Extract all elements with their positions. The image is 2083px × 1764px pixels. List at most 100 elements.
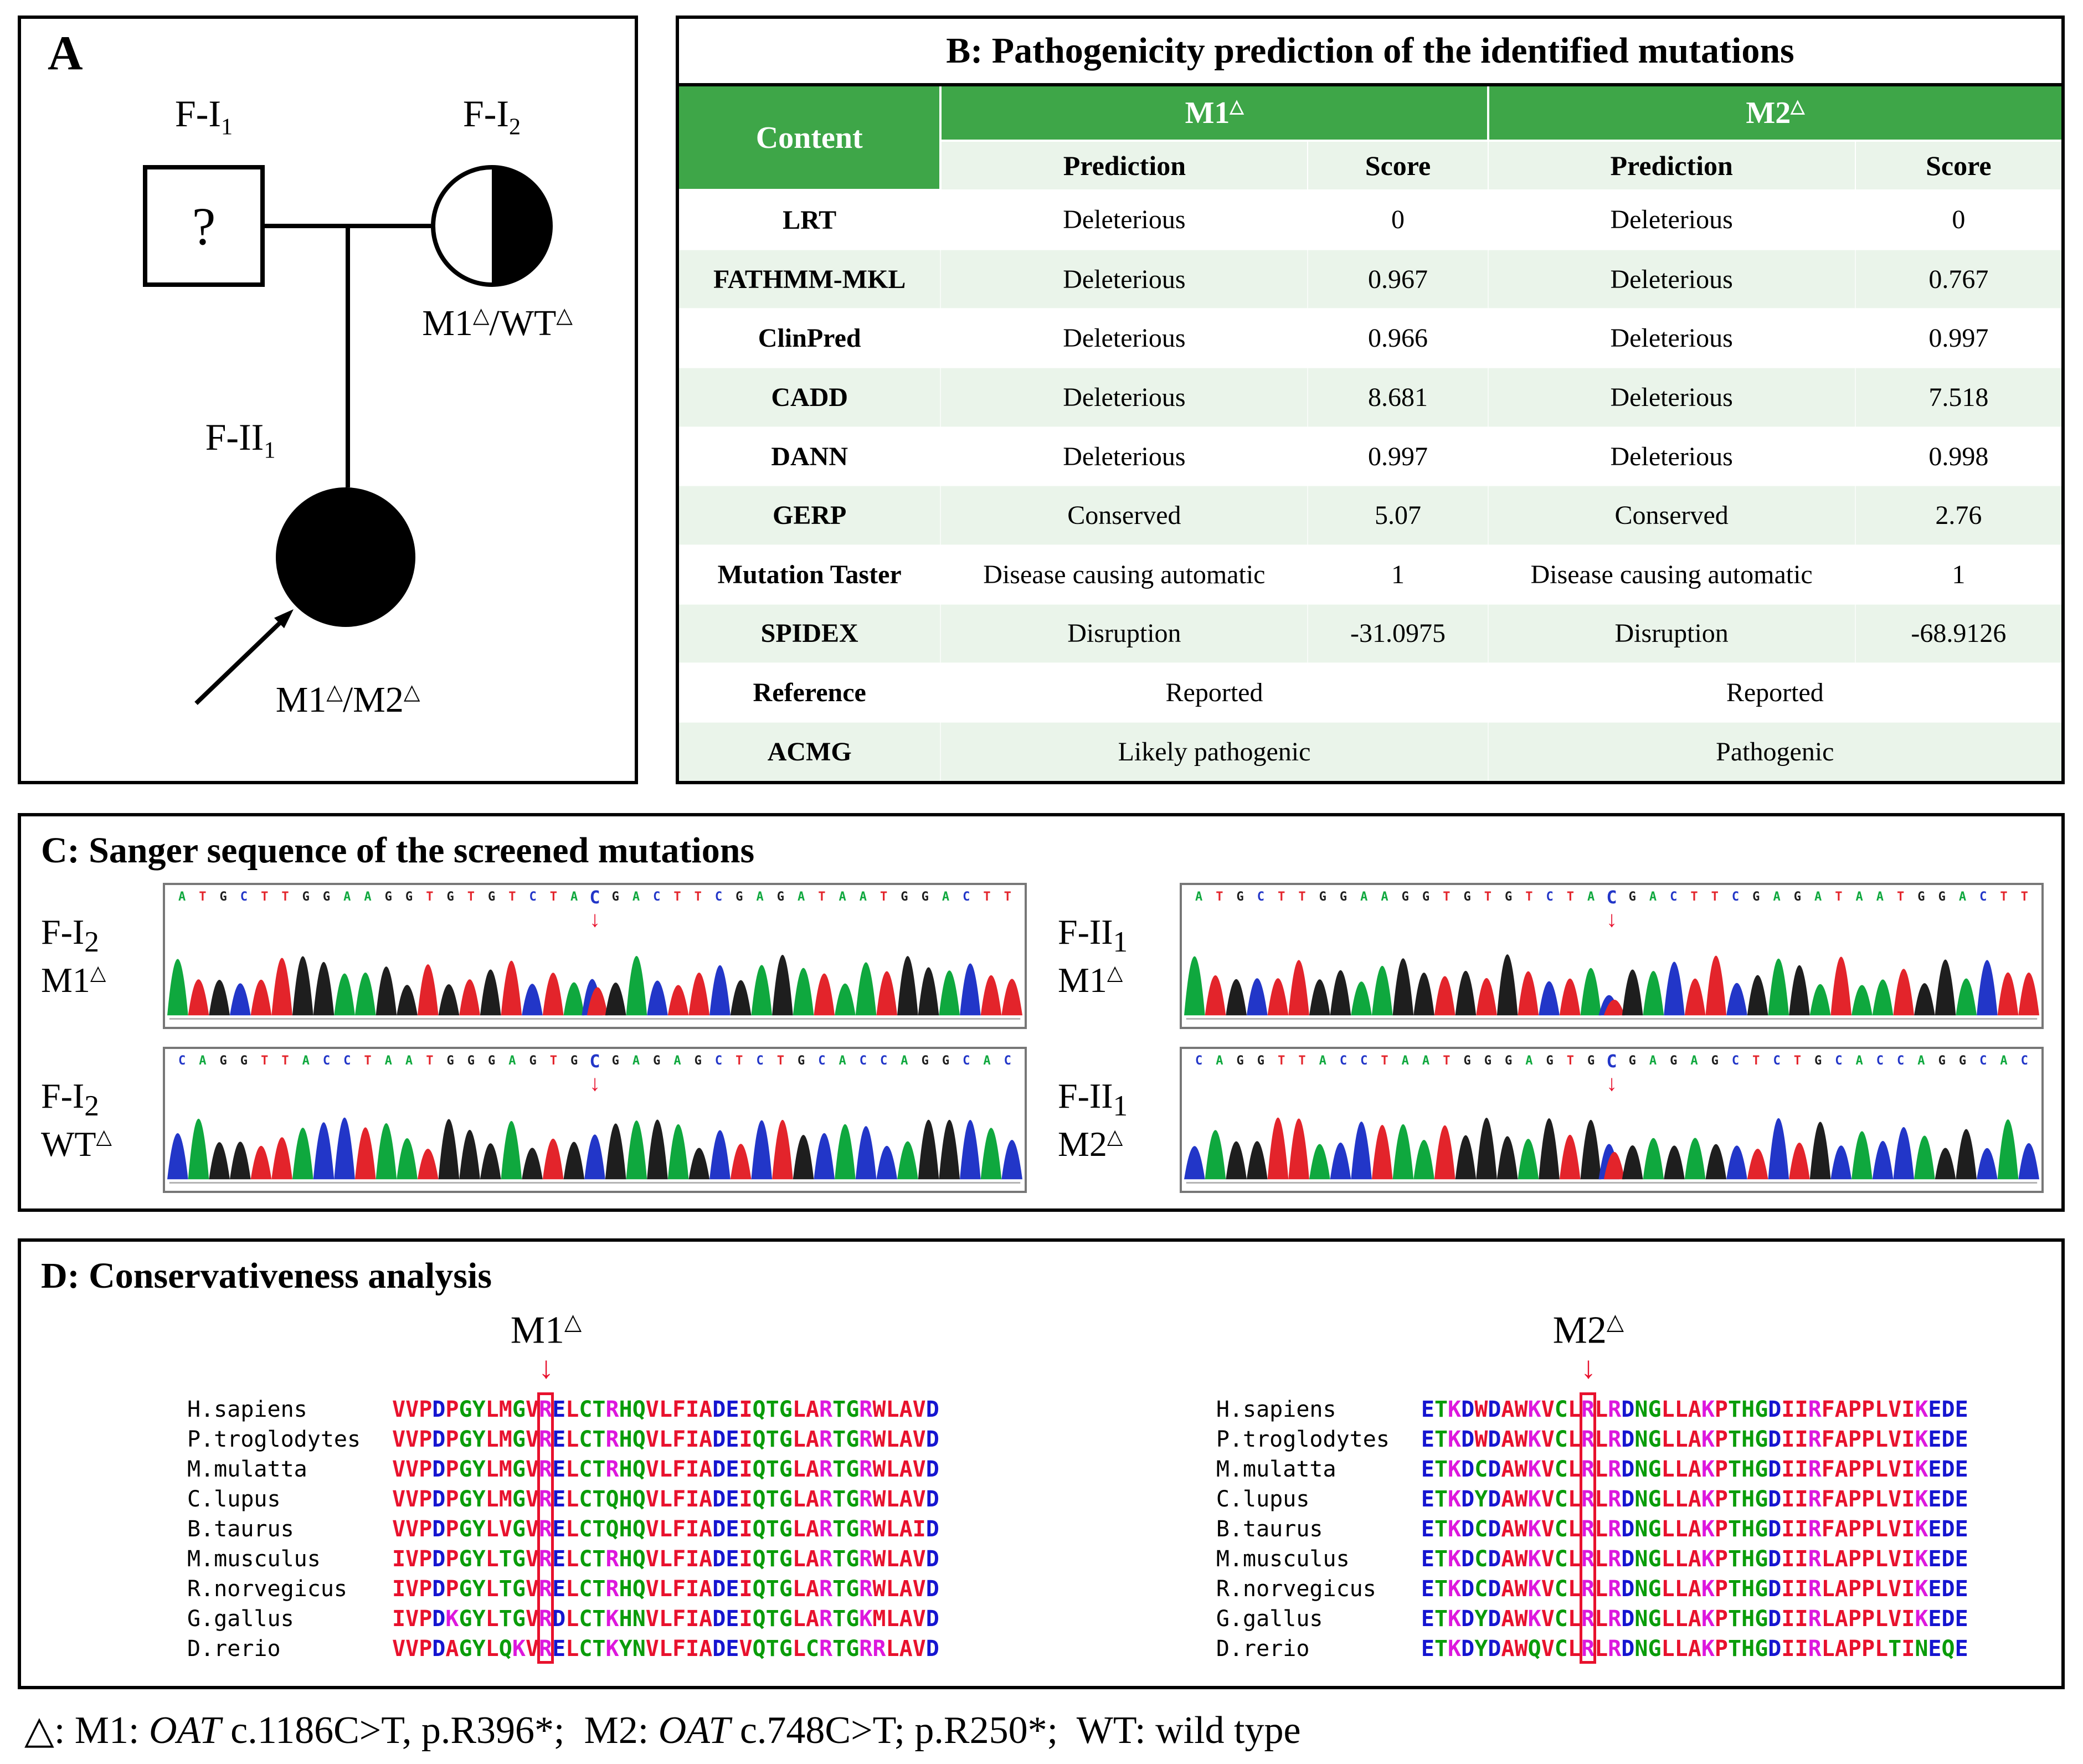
residue: L: [1595, 1397, 1608, 1422]
residue: W: [872, 1397, 886, 1422]
residue: L: [565, 1606, 579, 1632]
base-letter: T: [281, 890, 289, 904]
residue: A: [445, 1636, 459, 1662]
peak: [292, 956, 313, 1016]
residue: D: [432, 1457, 446, 1482]
residue: K: [1701, 1606, 1715, 1632]
residue: Y: [472, 1606, 486, 1632]
peak: [1747, 975, 1768, 1016]
residue: V: [1541, 1457, 1555, 1482]
mutation-label-text: M2: [1552, 1309, 1607, 1352]
table-title-row: B: Pathogenicity prediction of the ident…: [676, 16, 2065, 86]
residue: T: [1434, 1606, 1448, 1632]
residue: L: [1661, 1397, 1675, 1422]
peak: [1455, 1135, 1477, 1180]
residue: V: [525, 1487, 539, 1512]
trace-individual-label: F-II1: [1058, 1075, 1166, 1123]
peak: [667, 985, 689, 1016]
base-letter: G: [487, 890, 496, 904]
residue: P: [1861, 1427, 1875, 1452]
base-letter: A: [632, 1054, 640, 1068]
triangle-icon: △: [403, 681, 420, 704]
base-letter: C: [589, 887, 600, 908]
residue: I: [686, 1397, 700, 1422]
residue: I: [686, 1546, 700, 1572]
peak: [1539, 1118, 1560, 1180]
trace-individual-label: F-II1: [1058, 911, 1166, 959]
base-letter: G: [776, 890, 784, 904]
peak: [1580, 968, 1602, 1016]
residue: A: [899, 1427, 913, 1452]
value-cell: Deleterious: [940, 367, 1309, 428]
residue: A: [1834, 1457, 1848, 1482]
trace-peaks: [167, 1117, 1022, 1184]
base-letter: A: [942, 890, 950, 904]
residue: R: [819, 1576, 833, 1602]
species-name: P.troglodytes: [1216, 1427, 1390, 1452]
peak: [1476, 1118, 1497, 1180]
father-symbol: ?: [143, 165, 265, 287]
base-letter: A: [178, 890, 186, 904]
residue: R: [605, 1576, 619, 1602]
peak: [855, 1126, 877, 1180]
peak: [980, 975, 1002, 1016]
row-label-cell: Reference: [677, 662, 942, 723]
residue: A: [1834, 1427, 1848, 1452]
residue: D: [432, 1397, 446, 1422]
residue: N: [1634, 1427, 1648, 1452]
alignment-head: M1△↓: [187, 1309, 939, 1395]
triangle-icon: △: [90, 961, 106, 985]
base-letter: T: [1298, 1054, 1306, 1068]
residue: V: [405, 1457, 419, 1482]
residue: T: [832, 1636, 846, 1662]
value-cell: Deleterious: [940, 189, 1309, 250]
residue: G: [846, 1606, 860, 1632]
peak: [647, 980, 668, 1016]
base-letter: G: [1422, 890, 1430, 904]
residue: Y: [619, 1636, 632, 1662]
residue: I: [739, 1457, 753, 1482]
residue: D: [925, 1457, 939, 1482]
residue: Q: [1527, 1636, 1541, 1662]
peak: [835, 983, 856, 1016]
residue: T: [592, 1546, 606, 1572]
residue: L: [485, 1397, 499, 1422]
peak: [1705, 955, 1727, 1016]
residue-sequence: VVPDAGYLQKVRELCTKYNVLFIADEVQTGLCRTGRRLAV…: [392, 1634, 939, 1664]
peak: [814, 973, 835, 1016]
value-cell: 8.681: [1307, 367, 1489, 428]
residue: C: [1474, 1546, 1488, 1572]
residue: N: [1634, 1397, 1648, 1422]
residue: E: [1421, 1397, 1434, 1422]
peak: [438, 984, 460, 1016]
residue: L: [1674, 1457, 1688, 1482]
residue: T: [765, 1397, 779, 1422]
residue: G: [1648, 1457, 1662, 1482]
residue: L: [1567, 1487, 1581, 1512]
residue: Y: [472, 1487, 486, 1512]
residue: A: [899, 1457, 913, 1482]
residue: D: [1621, 1487, 1635, 1512]
residue: D: [432, 1636, 446, 1662]
residue: H: [1741, 1636, 1755, 1662]
panel-sanger: C: Sanger sequence of the screened mutat…: [18, 813, 2065, 1212]
residue: G: [512, 1397, 526, 1422]
peak: [772, 1120, 793, 1180]
residue: I: [1901, 1546, 1915, 1572]
value-cell: Disease causing automatic: [940, 544, 1309, 605]
species-name: H.sapiens: [187, 1397, 307, 1422]
residue: L: [1821, 1546, 1835, 1572]
residue: G: [846, 1457, 860, 1482]
residue: I: [392, 1606, 406, 1632]
residue: K: [1527, 1516, 1541, 1542]
base-letter: G: [570, 1054, 578, 1068]
residue: T: [832, 1397, 846, 1422]
residue: L: [792, 1636, 806, 1662]
base-letter: A: [1360, 890, 1368, 904]
residue: W: [1514, 1457, 1528, 1482]
